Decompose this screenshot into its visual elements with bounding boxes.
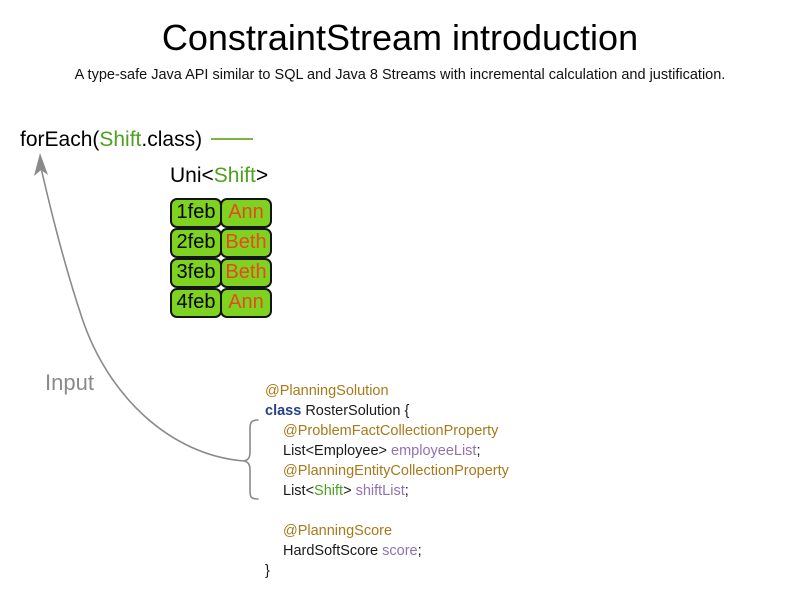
- foreach-label: forEach(Shift.class): [20, 128, 202, 152]
- code-token-ann: @PlanningSolution: [265, 383, 389, 399]
- shift-date-cell: 2feb: [170, 228, 222, 258]
- code-token-ann: @PlanningEntityCollectionProperty: [283, 463, 509, 479]
- code-line: List<Employee> employeeList;: [265, 441, 509, 461]
- code-line: @PlanningEntityCollectionProperty: [265, 461, 509, 481]
- code-line: List<Shift> shiftList;: [265, 481, 509, 501]
- uni-generic-shift: Shift: [213, 164, 256, 187]
- code-token-field: shiftList: [355, 483, 405, 499]
- uni-suffix: >: [255, 164, 269, 187]
- code-token-plain: >: [343, 483, 356, 499]
- shift-date-cell: 1feb: [170, 198, 222, 228]
- shift-employee-cell: Ann: [220, 198, 272, 228]
- java-code-block: @PlanningSolution class RosterSolution { @…: [265, 381, 509, 581]
- uni-type-label: Uni<Shift>: [170, 164, 268, 188]
- code-token-plain: HardSoftScore: [283, 543, 383, 559]
- shift-date-cell: 3feb: [170, 258, 222, 288]
- code-token-field: score: [382, 543, 418, 559]
- code-token-field: employeeList: [391, 443, 477, 459]
- code-line: HardSoftScore score;: [265, 541, 509, 561]
- foreach-type-shift: Shift: [99, 128, 142, 151]
- code-token-plain: }: [265, 563, 270, 579]
- code-blank-line: [265, 501, 509, 521]
- code-group-brace: [243, 419, 259, 500]
- shift-date-cell: 4feb: [170, 288, 222, 318]
- code-line: @PlanningSolution: [265, 381, 509, 401]
- page-subtitle: A type-safe Java API similar to SQL and …: [74, 67, 726, 83]
- code-token-plain: List<: [283, 483, 315, 499]
- code-token-plain: ;: [404, 483, 409, 499]
- code-token-plain: ;: [417, 543, 422, 559]
- code-token-green: Shift: [314, 483, 344, 499]
- code-line: class RosterSolution {: [265, 401, 509, 421]
- foreach-prefix: forEach(: [20, 128, 100, 151]
- code-token-ann: @ProblemFactCollectionProperty: [283, 423, 499, 439]
- code-token-plain: ;: [476, 443, 481, 459]
- shift-employee-cell: Beth: [220, 258, 272, 288]
- shift-employee-cell: Beth: [220, 228, 272, 258]
- code-line: @PlanningScore: [265, 521, 509, 541]
- uni-prefix: Uni<: [170, 164, 214, 187]
- code-line: }: [265, 561, 509, 581]
- input-label: Input: [45, 370, 94, 395]
- code-token-plain: RosterSolution {: [301, 403, 410, 419]
- input-arrow-head: [34, 153, 48, 176]
- code-line: @ProblemFactCollectionProperty: [265, 421, 509, 441]
- code-token-ann: @PlanningScore: [283, 523, 393, 539]
- code-token-plain: List<Employee>: [283, 443, 392, 459]
- code-token-kw: class: [265, 403, 302, 419]
- foreach-suffix: .class): [141, 128, 203, 151]
- page-title: ConstraintStream introduction: [161, 17, 639, 58]
- shift-employee-cell: Ann: [220, 288, 272, 318]
- foreach-connector-line: [211, 138, 253, 140]
